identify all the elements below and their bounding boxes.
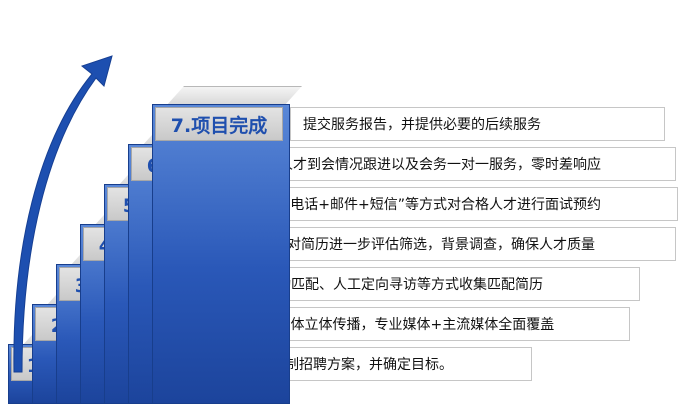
step-label: 7.项目完成	[155, 107, 283, 141]
step-riser	[152, 104, 290, 404]
step-description: 项目小组对简历进一步评估筛选，背景调查，确保人才质量	[218, 227, 676, 261]
step-description: 采用“电话+邮件+短信”等方式对合格人才进行面试预约	[242, 187, 678, 221]
step-description: 提交服务报告，并提供必要的后续服务	[290, 107, 665, 141]
step-description: 人才到会情况跟进以及会务一对一服务，零时差响应	[266, 147, 676, 181]
